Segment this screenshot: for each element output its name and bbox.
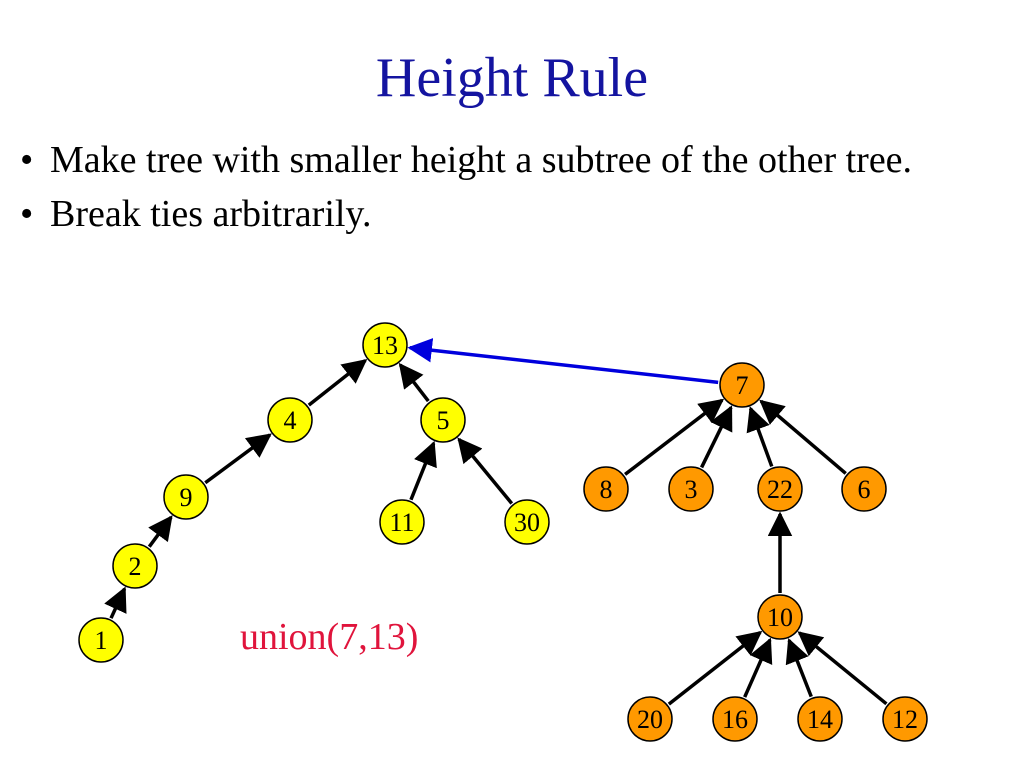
node-label: 8 xyxy=(600,475,613,504)
node-circle xyxy=(78,617,124,663)
tree-node-5: 5 xyxy=(420,397,466,443)
node-circle xyxy=(882,696,928,742)
node-circle xyxy=(362,322,408,368)
node-circle xyxy=(112,543,158,589)
tree-edge-arrow xyxy=(147,515,173,548)
tree-edge-arrow xyxy=(667,630,763,706)
node-label: 22 xyxy=(767,475,793,504)
node-label: 3 xyxy=(685,475,698,504)
tree-edge-arrow xyxy=(624,398,725,476)
node-label: 1 xyxy=(95,626,108,655)
node-circle xyxy=(420,397,466,443)
tree-node-3: 3 xyxy=(668,466,714,512)
tree-edge-arrow xyxy=(457,437,514,505)
node-label: 14 xyxy=(807,705,833,734)
node-label: 10 xyxy=(767,603,793,632)
union-arrow xyxy=(407,338,719,385)
node-circle xyxy=(757,466,803,512)
slide-title: Height Rule xyxy=(375,47,649,109)
node-circle xyxy=(379,499,425,545)
node-label: 4 xyxy=(284,406,297,435)
tree-edge-arrow xyxy=(409,440,437,501)
tree-node-30: 30 xyxy=(504,499,550,545)
tree-edge-arrow xyxy=(104,586,127,619)
tree-edge-arrow xyxy=(204,433,272,485)
node-label: 9 xyxy=(180,483,193,512)
tree-node-9: 9 xyxy=(163,474,209,520)
tree-edge-arrow xyxy=(759,399,847,475)
node-label: 7 xyxy=(736,371,749,400)
tree-edge-arrow xyxy=(746,406,774,468)
node-label: 5 xyxy=(437,406,450,435)
tree-edge-arrow xyxy=(743,637,773,698)
tree-node-12: 12 xyxy=(882,696,928,742)
edge-layer xyxy=(104,338,888,706)
tree-node-1: 1 xyxy=(78,617,124,663)
node-circle xyxy=(504,499,550,545)
node-circle xyxy=(668,466,714,512)
tree-node-22: 22 xyxy=(757,466,803,512)
bullet-dot: • xyxy=(20,192,34,235)
bullet-list: • Make tree with smaller height a subtree… xyxy=(20,139,980,248)
node-label: 30 xyxy=(514,508,540,537)
tree-node-8: 8 xyxy=(583,466,629,512)
tree-node-2: 2 xyxy=(112,543,158,589)
bullet-item: • Break ties arbitrarily. xyxy=(20,192,980,236)
node-circle xyxy=(712,696,758,742)
node-label: 20 xyxy=(637,705,663,734)
node-label: 13 xyxy=(372,331,398,360)
tree-edge-arrow xyxy=(699,405,733,469)
node-label: 16 xyxy=(722,705,748,734)
node-circle xyxy=(627,696,673,742)
bullet-text: Break ties arbitrarily. xyxy=(50,192,372,235)
node-circle xyxy=(583,466,629,512)
node-circle xyxy=(719,362,765,408)
tree-edge-arrow xyxy=(785,637,813,698)
bullet-dot: • xyxy=(20,139,34,181)
tree-edge-arrow xyxy=(307,358,368,407)
tree-node-20: 20 xyxy=(627,696,673,742)
tree-edge-arrow xyxy=(797,631,888,706)
tree-node-14: 14 xyxy=(797,696,843,742)
node-label: 12 xyxy=(892,705,918,734)
tree-node-11: 11 xyxy=(379,499,425,545)
bullet-item: • Make tree with smaller height a subtree… xyxy=(20,139,980,182)
tree-node-13: 13 xyxy=(362,322,408,368)
node-circle xyxy=(757,594,803,640)
tree-node-6: 6 xyxy=(841,466,887,512)
node-label: 11 xyxy=(389,508,414,537)
node-circle xyxy=(797,696,843,742)
tree-edge-arrow xyxy=(398,362,430,403)
node-label: 6 xyxy=(858,475,871,504)
bullet-text: Make tree with smaller height a subtree … xyxy=(50,139,913,181)
tree-node-7: 7 xyxy=(719,362,765,408)
tree-node-10: 10 xyxy=(757,594,803,640)
node-circle xyxy=(163,474,209,520)
union-caption: union(7,13) xyxy=(240,616,419,658)
tree-node-16: 16 xyxy=(712,696,758,742)
tree-node-4: 4 xyxy=(267,397,313,443)
node-circle xyxy=(267,397,313,443)
node-label: 2 xyxy=(129,552,142,581)
node-circle xyxy=(841,466,887,512)
